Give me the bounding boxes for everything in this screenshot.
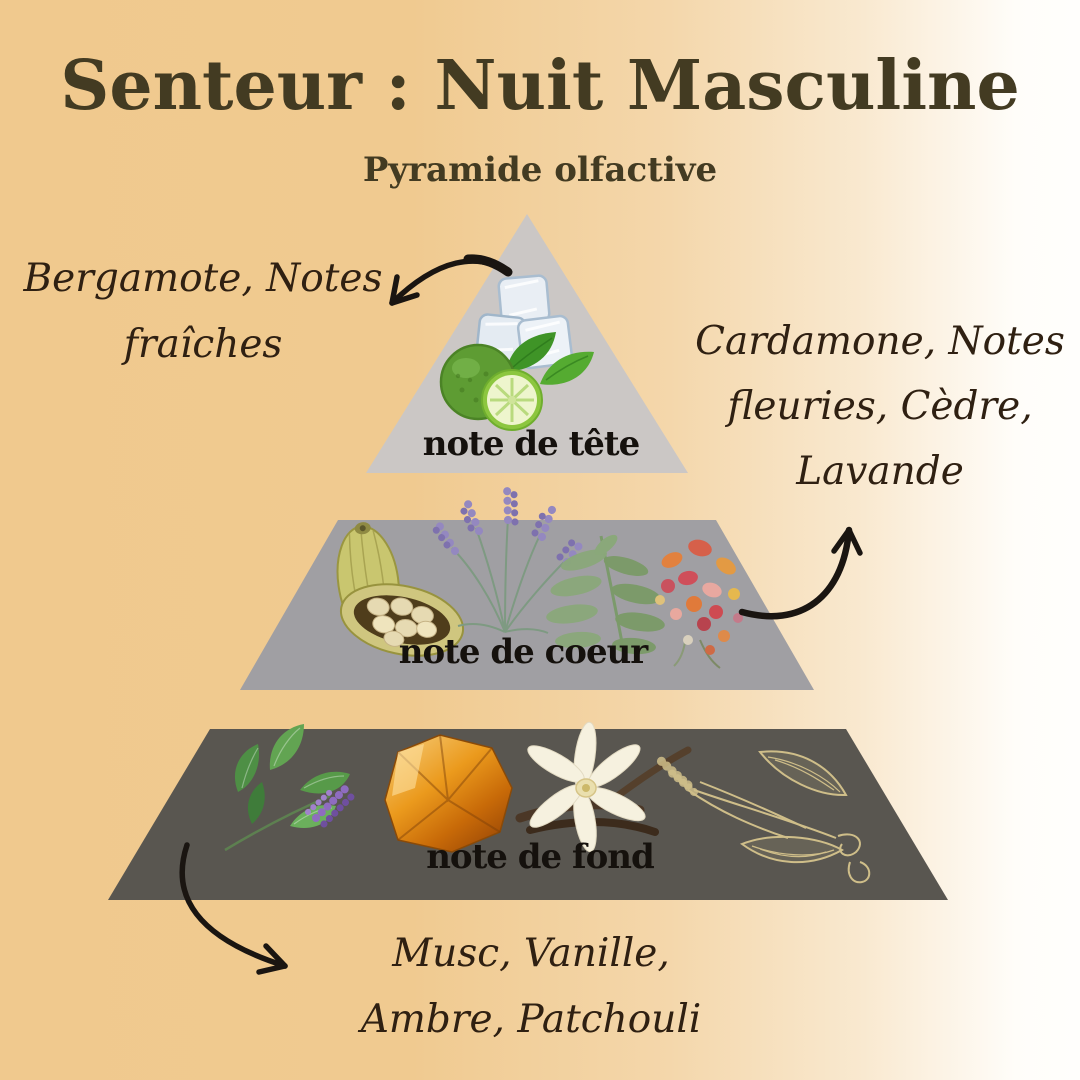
tier-label-top: note de tête <box>422 424 641 464</box>
annotation-line: Ambre, Patchouli <box>360 997 702 1042</box>
tier-label-base: note de fond <box>426 837 655 877</box>
page-subtitle: Pyramide olfactive <box>362 150 718 190</box>
lavender-sprigs-icon <box>427 482 588 634</box>
mint-patchouli-icon <box>224 724 358 852</box>
cardamom-pods-icon <box>336 522 465 657</box>
annotation-line: fleuries, Cèdre, <box>727 384 1033 429</box>
lime-icon <box>481 369 543 431</box>
gold-botanical-sketch-icon <box>655 750 871 884</box>
annotation-top-notes: Bergamote, Notes fraîches <box>8 246 398 378</box>
annotation-line: Cardamone, Notes <box>695 319 1065 364</box>
arrow-heart-note <box>738 526 863 620</box>
annotation-base-notes: Musc, Vanille, Ambre, Patchouli <box>281 921 781 1053</box>
annotation-line: Bergamote, Notes <box>23 256 383 301</box>
annotation-line: Lavande <box>796 449 964 494</box>
citrus-leaves-icon <box>506 332 594 385</box>
page-title: Senteur : Nuit Masculine <box>60 46 1020 126</box>
cedar-branch-icon <box>546 534 665 655</box>
annotation-heart-notes: Cardamone, Notes fleuries, Cèdre, Lavand… <box>680 309 1080 504</box>
arrow-base-note <box>179 842 288 975</box>
annotation-line: Musc, Vanille, <box>392 931 670 976</box>
dried-flowers-icon <box>655 539 743 669</box>
vanilla-flower-icon <box>515 721 692 853</box>
tier-label-heart: note de coeur <box>398 632 648 672</box>
annotation-line: fraîches <box>123 322 283 367</box>
ice-cubes-icon <box>475 274 574 370</box>
arrow-top-note <box>389 254 513 306</box>
amber-stone-icon <box>384 734 513 853</box>
